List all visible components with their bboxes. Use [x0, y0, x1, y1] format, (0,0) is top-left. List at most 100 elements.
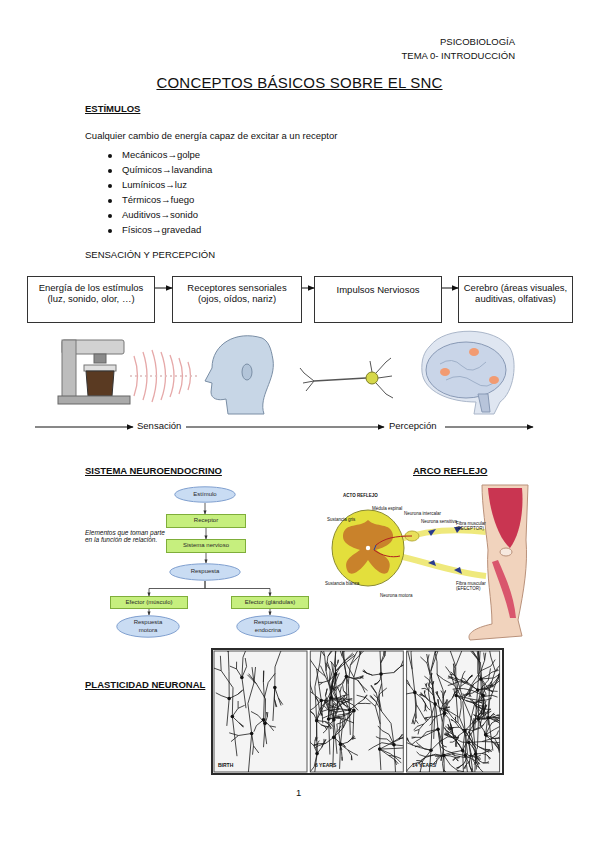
neuron-soma	[250, 732, 254, 736]
section-heading: ARCO REFLEJO	[413, 466, 487, 477]
dendrite-lines	[214, 651, 284, 772]
neuron-soma	[433, 702, 437, 706]
node-text: Estímulo	[193, 491, 216, 498]
neuron-soma	[463, 729, 467, 733]
bullet-item: Auditivos→sonido	[122, 210, 198, 221]
neuron-soma	[442, 754, 446, 758]
neuron-soma	[474, 752, 478, 756]
node-text: Cerebro (áreas visuales, auditivas, olfa…	[461, 282, 571, 305]
node-text: Receptor	[194, 517, 218, 524]
bullet-item: Lumínicos→luz	[122, 180, 187, 191]
section-heading: ESTÍMULOS	[85, 104, 140, 115]
part-label: Neurona sensitiva	[421, 519, 457, 524]
process-box: Receptores sensoriales (ojos, oídos, nar…	[172, 276, 302, 323]
flow-box: Receptor	[166, 514, 246, 528]
neuron-soma	[379, 672, 383, 676]
plasticity-panel	[310, 651, 403, 772]
neuron-soma	[315, 719, 319, 723]
axis-label: Percepción	[389, 421, 437, 432]
node-text: Energía de los estímulos (luz, sonido, o…	[32, 282, 150, 305]
process-box: Cerebro (áreas visuales, auditivas, olfa…	[458, 276, 573, 323]
neuron-soma	[320, 699, 324, 703]
bullet-item: Mecánicos→golpe	[122, 150, 200, 161]
flow-box: Sistema nervioso	[166, 539, 246, 553]
neuron-soma	[327, 717, 331, 721]
neuron-icon	[300, 358, 393, 398]
neuron-soma	[467, 741, 471, 745]
neuron-soma	[262, 718, 266, 722]
node-text: Receptores sensoriales (ojos, oídos, nar…	[178, 282, 296, 305]
process-box: Impulsos Nerviosos	[314, 276, 442, 323]
panel-caption: BIRTH	[218, 763, 233, 769]
panel-caption: 14 YEARS	[412, 763, 436, 769]
neuron-soma	[345, 675, 349, 679]
side-note: Elementos que toman parte en la función …	[85, 529, 165, 544]
connector-arrow	[205, 503, 206, 514]
neuron-soma	[443, 711, 447, 715]
part-label: Neurona motora	[380, 593, 413, 598]
part-label: Sustancia gris	[327, 517, 355, 522]
bullet-item: Térmicos→fuego	[122, 195, 194, 206]
connector-arrow	[155, 288, 172, 289]
page-number: 1	[296, 788, 301, 799]
dendrite-drawing	[407, 651, 500, 772]
part-label: Médula espinal	[372, 506, 402, 511]
neuron-soma	[392, 743, 396, 747]
neuron-soma	[334, 672, 338, 676]
process-box: Energía de los estímulos (luz, sonido, o…	[27, 276, 155, 323]
ellipse-shape	[175, 487, 235, 502]
dendrite-lines	[407, 651, 500, 772]
part-label: Neurona intercalar	[404, 511, 441, 516]
neuron-soma	[454, 694, 458, 698]
neuron-soma	[240, 676, 244, 680]
ellipse-shape	[117, 616, 179, 637]
node-text: Respuesta	[191, 568, 220, 575]
neuron-soma	[348, 708, 352, 712]
effector-box: Efector (glándulas)	[231, 596, 309, 609]
neuron-soma	[329, 696, 333, 700]
part-label: Sustancia blanca	[325, 581, 359, 586]
connector-arrow	[302, 288, 314, 289]
coffee-machine	[58, 340, 130, 404]
connector-arrow	[206, 553, 207, 563]
section-heading: SISTEMA NEUROENDOCRINO	[85, 466, 222, 477]
definition-text: Cualquier cambio de energía capaz de exc…	[85, 131, 337, 142]
bullet-item: Químicos→lavandina	[122, 165, 212, 176]
stimulus-ellipse: Estímulo	[174, 486, 236, 503]
dendrite-lines	[310, 651, 403, 772]
effector-box: Efector (músculo)	[110, 596, 188, 609]
neuron-soma	[231, 715, 235, 719]
connector-arrow	[442, 288, 458, 289]
neuron-soma	[481, 694, 485, 698]
connector-arrow	[149, 609, 150, 615]
neuron-soma	[464, 754, 468, 758]
brain-icon	[422, 331, 514, 414]
reflex-arc-illustration	[332, 485, 528, 640]
sensation-perception-arrow	[35, 427, 533, 428]
node-text: Efector (glándulas)	[245, 599, 295, 606]
stimulus-waves	[130, 350, 200, 402]
figure-caption: ACTO REFLEJO	[343, 493, 378, 498]
response-ellipse: Respuesta	[169, 563, 241, 581]
header-text: TEMA 0- INTRODUCCIÓN	[402, 51, 515, 62]
panel-caption: 6 YEARS	[315, 763, 336, 769]
node-text: Respuesta endocrina	[248, 619, 288, 633]
section-heading: SENSACIÓN Y PERCEPCIÓN	[85, 250, 215, 261]
part-label: Fibra muscular (EFECTOR)	[456, 581, 490, 591]
neuron-soma	[413, 691, 417, 695]
ellipse-shape	[237, 616, 299, 637]
neuron-soma	[332, 718, 336, 722]
neuron-soma	[378, 747, 382, 751]
neuron-soma	[315, 752, 319, 756]
neuron-soma	[263, 722, 267, 726]
node-text: Impulsos Nerviosos	[337, 284, 420, 295]
header-text: PSICOBIOLOGÍA	[440, 37, 515, 48]
neuron-soma	[436, 727, 440, 731]
bullet-dots	[108, 154, 112, 233]
neuron-soma	[484, 733, 488, 737]
neuron-soma	[476, 688, 480, 692]
section-heading: PLASTICIDAD NEURONAL	[85, 680, 205, 691]
